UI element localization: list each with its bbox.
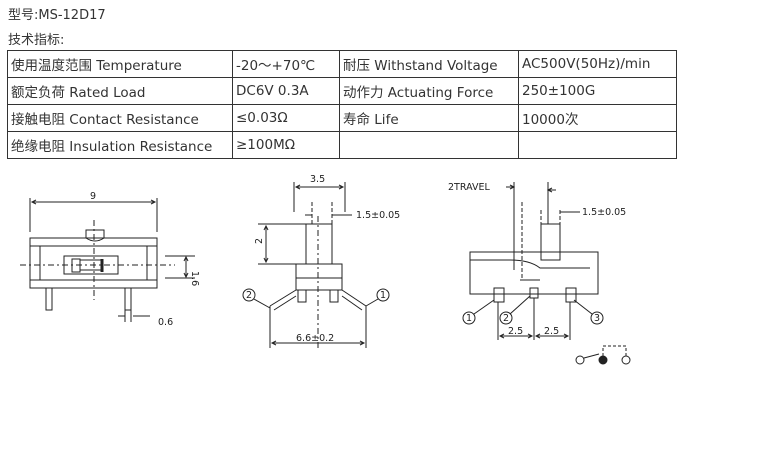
dim-front-height: 2 (254, 238, 265, 244)
dim-side-height: 1.6 (189, 271, 200, 286)
pin-label: 1 (380, 290, 386, 301)
technical-drawings: 9 1.6 0.6 3.5 1.5±0.05 2 6.6±0.2 2 1 2TR… (20, 174, 631, 365)
model-number: 型号:MS-12D17 (8, 8, 106, 23)
pin-label: 2 (503, 313, 509, 324)
spec-cell: 10000次 (518, 104, 677, 132)
spec-cell (518, 131, 677, 159)
spec-cell (339, 131, 519, 159)
spec-cell: ≥100MΩ (232, 131, 340, 159)
spec-cell: 额定负荷 Rated Load (7, 77, 233, 105)
dim-front-tolerance: 1.5±0.05 (356, 210, 400, 221)
spec-table: 使用温度范围 Temperature -20～+70℃ 耐压 Withstand… (7, 50, 677, 159)
table-row: 绝缘电阻 Insulation Resistance ≥100MΩ (7, 131, 677, 159)
spec-cell: DC6V 0.3A (232, 77, 340, 105)
dim-front-width: 3.5 (310, 174, 325, 185)
table-row: 使用温度范围 Temperature -20～+70℃ 耐压 Withstand… (7, 50, 677, 78)
dim-side-pin: 0.6 (158, 317, 173, 328)
pin-label: 1 (466, 313, 472, 324)
travel-view-drawing (462, 182, 631, 365)
dim-pitch: 2.5 (544, 326, 559, 337)
side-view-drawing (20, 198, 195, 322)
dim-right-tolerance: 1.5±0.05 (582, 207, 626, 218)
table-row: 额定负荷 Rated Load DC6V 0.3A 动作力 Actuating … (7, 77, 677, 105)
pin-label: 2 (246, 290, 252, 301)
front-view-drawing (242, 182, 390, 350)
spec-cell: AC500V(50Hz)/min (518, 50, 677, 78)
spec-cell: 寿命 Life (339, 104, 519, 132)
spec-cell: -20～+70℃ (232, 50, 340, 78)
spec-cell: 使用温度范围 Temperature (7, 50, 233, 78)
dim-front-base: 6.6±0.2 (296, 333, 334, 344)
travel-label: 2TRAVEL (448, 182, 490, 193)
spec-cell: 耐压 Withstand Voltage (339, 50, 519, 78)
spec-cell: 绝缘电阻 Insulation Resistance (7, 131, 233, 159)
spec-cell: 250±100G (518, 77, 677, 105)
table-row: 接触电阻 Contact Resistance ≤0.03Ω 寿命 Life 1… (7, 104, 677, 132)
spec-cell: ≤0.03Ω (232, 104, 340, 132)
pin-label: 3 (594, 313, 600, 324)
dim-pitch: 2.5 (508, 326, 523, 337)
spec-heading: 技术指标: (8, 33, 65, 48)
dim-side-width: 9 (90, 191, 96, 202)
spec-cell: 接触电阻 Contact Resistance (7, 104, 233, 132)
spec-cell: 动作力 Actuating Force (339, 77, 519, 105)
